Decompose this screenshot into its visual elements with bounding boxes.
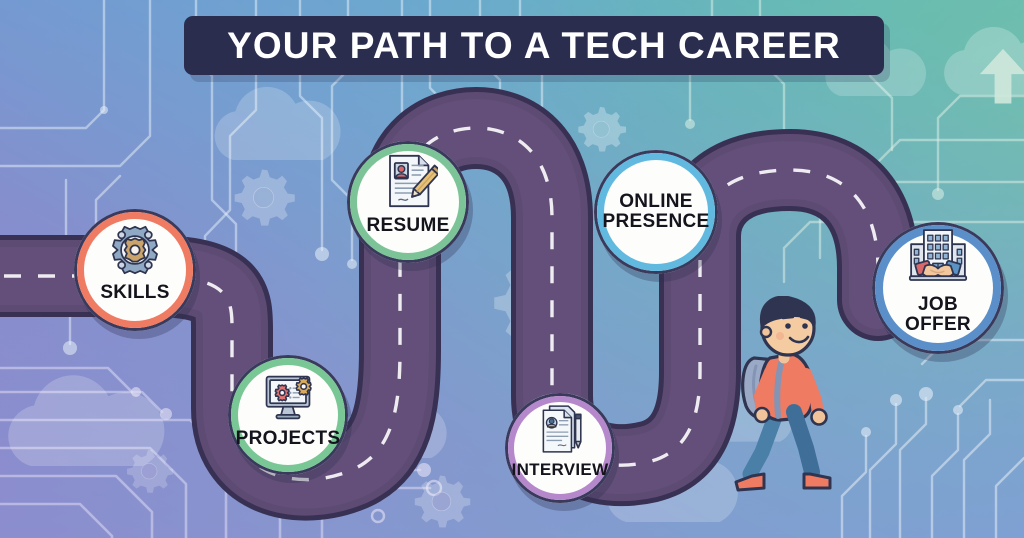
gear-cluster-icon bbox=[112, 225, 158, 274]
gear-cluster-icon bbox=[106, 221, 164, 284]
document-pen-icon bbox=[542, 405, 582, 453]
document-pencil-icon bbox=[389, 155, 442, 208]
node-inner: SKILLS bbox=[86, 221, 184, 319]
document-pen-icon bbox=[534, 403, 586, 460]
milestone-node-skills[interactable]: SKILLS bbox=[74, 209, 196, 331]
node-label-skills: SKILLS bbox=[100, 282, 170, 304]
title-banner: YOUR PATH TO A TECH CAREER bbox=[184, 16, 884, 75]
circuit-nodes-bottom-right bbox=[861, 387, 963, 437]
node-inner: JOB OFFER bbox=[885, 228, 991, 341]
walking-student bbox=[734, 296, 832, 492]
node-label-interview: INTERVIEW bbox=[511, 460, 609, 480]
node-label-job-offer: JOB OFFER bbox=[905, 293, 971, 335]
node-inner: RESUME bbox=[359, 153, 457, 251]
monitor-gears-icon bbox=[259, 365, 317, 428]
node-label-projects: PROJECTS bbox=[235, 427, 341, 449]
page-title: YOUR PATH TO A TECH CAREER bbox=[227, 24, 841, 66]
node-label-resume: RESUME bbox=[366, 215, 450, 237]
circuit-nodes-bottom-left bbox=[131, 387, 431, 477]
milestone-node-interview[interactable]: INTERVIEW bbox=[505, 393, 615, 503]
cloud-upload-icon bbox=[944, 26, 1024, 104]
milestone-node-job-offer[interactable]: JOB OFFER bbox=[872, 222, 1004, 354]
document-pencil-icon bbox=[378, 151, 442, 216]
milestone-node-projects[interactable]: PROJECTS bbox=[228, 355, 348, 475]
building-handshake-icon bbox=[908, 228, 968, 281]
monitor-gears-icon bbox=[265, 376, 312, 420]
milestone-node-resume[interactable]: RESUME bbox=[347, 141, 469, 263]
node-inner: PROJECTS bbox=[236, 365, 340, 463]
node-inner: INTERVIEW bbox=[512, 403, 608, 492]
building-handshake-icon bbox=[906, 225, 970, 294]
